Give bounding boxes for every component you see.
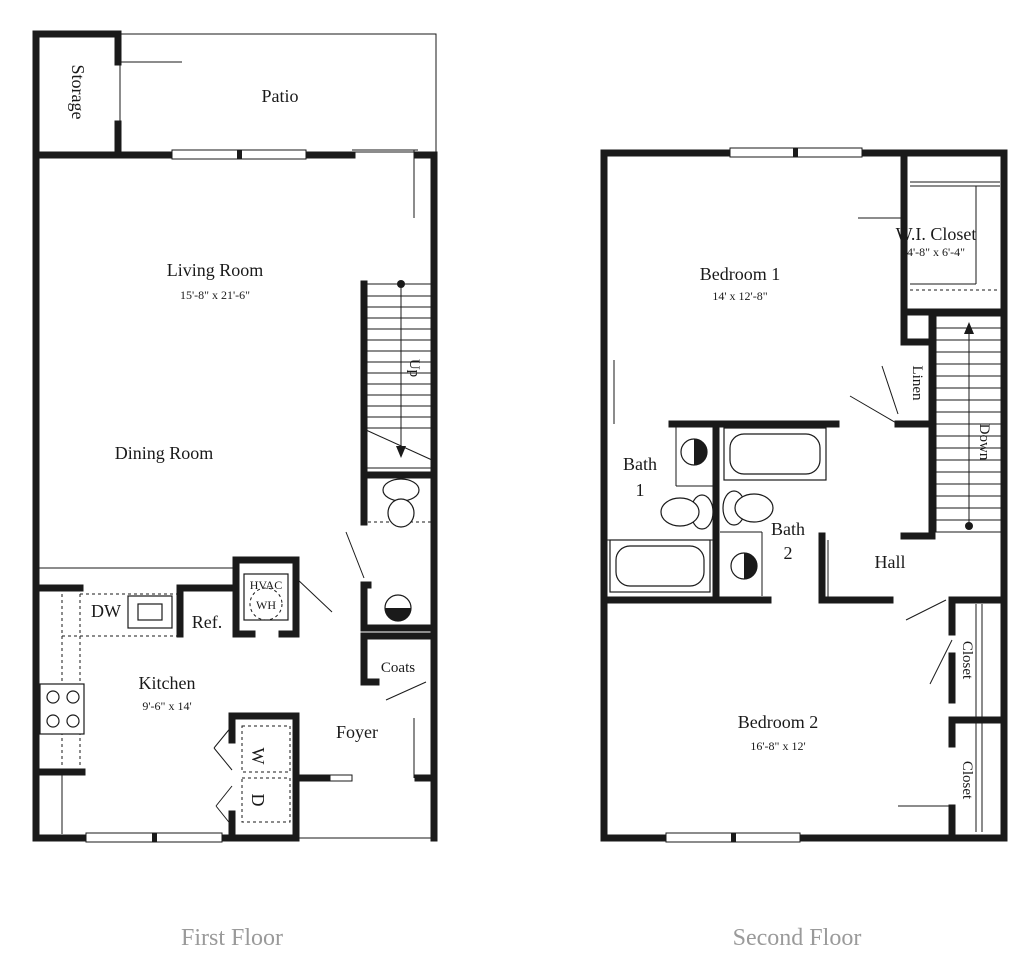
linen-label: Linen xyxy=(909,366,925,401)
bedroom2-dims: 16'-8" x 12' xyxy=(750,739,805,753)
range xyxy=(39,683,85,735)
half-bath-sink-fill xyxy=(385,608,411,621)
bath-walls xyxy=(600,420,894,604)
kitchen-dims: 9'-6" x 14' xyxy=(142,699,191,713)
hall-label: Hall xyxy=(875,552,906,572)
dryer-label: D xyxy=(248,794,268,807)
wi-closet-label: W.I. Closet xyxy=(896,224,977,244)
toilet-tank-first xyxy=(382,478,420,502)
bath1-label-line1: Bath xyxy=(623,454,657,474)
first-floor-plan: Up Coats HVAC WH DW Ref. xyxy=(32,30,438,951)
first-floor-stairs: Up xyxy=(360,280,433,474)
hvac-label: HVAC xyxy=(250,578,282,592)
foyer-label: Foyer xyxy=(336,722,378,742)
bath2-tub-inner xyxy=(729,433,821,475)
second-floor-outer-walls xyxy=(600,149,1008,842)
bedroom2-door-swing xyxy=(905,599,947,621)
stair-treads xyxy=(366,295,432,429)
stair-arrow-head xyxy=(396,446,406,458)
bath1-tub-inner xyxy=(615,545,705,587)
burner xyxy=(66,690,80,704)
bedroom2-window-mullion xyxy=(731,833,736,842)
bath1-sink-fill xyxy=(694,439,707,465)
first-floor-west-wall xyxy=(32,151,90,842)
storage-label: Storage xyxy=(68,65,88,120)
living-room-dims: 15'-8" x 21'-6" xyxy=(180,288,250,302)
coats-closet-walls xyxy=(360,632,438,686)
kitchen-window-mullion xyxy=(152,833,157,842)
closet-lower-label: Closet xyxy=(959,761,975,800)
coats-label: Coats xyxy=(381,660,415,676)
bath1-label-line2: 1 xyxy=(636,480,645,500)
burner xyxy=(46,714,60,728)
second-floor-plan: W.I. Closet 4'-8" x 6'-4" Linen Down xyxy=(600,147,1008,951)
kitchen-counter xyxy=(61,593,180,768)
bath1-toilet-bowl xyxy=(660,497,700,527)
wi-closet-shelves xyxy=(910,181,1000,285)
powder-door-swing xyxy=(345,531,365,579)
bath2-label-line2: 2 xyxy=(784,543,793,563)
powder-room-walls xyxy=(360,471,438,526)
bedroom1-label: Bedroom 1 xyxy=(700,264,781,284)
first-floor-caption: First Floor xyxy=(181,925,283,951)
dryer xyxy=(241,777,291,823)
hall-door-swing xyxy=(849,395,899,425)
toilet-bowl-first xyxy=(387,498,415,528)
bedroom2-closet-walls xyxy=(948,596,1008,842)
hvac-door-swing xyxy=(295,577,333,613)
kitchen-north-wall xyxy=(32,584,240,638)
washer-label: W xyxy=(248,748,268,765)
burner xyxy=(46,690,60,704)
stairs-up-label: Up xyxy=(406,359,422,377)
water-heater xyxy=(249,587,283,621)
coats-door-swing xyxy=(385,681,427,701)
second-floor-stairs: Down xyxy=(935,315,1003,533)
kitchen-sink-basin xyxy=(137,603,163,621)
laundry-bifold-doors xyxy=(213,725,233,827)
closet-door-swing xyxy=(929,639,953,685)
hvac-closet-walls xyxy=(232,556,300,638)
first-floor-east-wall xyxy=(414,151,438,842)
wh-label: WH xyxy=(256,598,276,612)
laundry-walls xyxy=(228,712,300,842)
bath2-toilet-bowl xyxy=(734,493,774,523)
bedroom1-window-mullion xyxy=(793,148,798,157)
bath2-sink-fill xyxy=(744,553,757,579)
stair-arrow-head xyxy=(964,322,974,334)
bedroom1-dims: 14' x 12'-8" xyxy=(712,289,767,303)
ref-label: Ref. xyxy=(192,612,223,632)
living-room-label: Living Room xyxy=(167,260,264,280)
stair-arrow-start xyxy=(397,280,405,288)
patio-label: Patio xyxy=(261,86,298,106)
foyer-sidelight xyxy=(329,774,353,782)
linen-stair-walls xyxy=(894,314,936,540)
wi-closet-dims: 4'-8" x 6'-4" xyxy=(907,245,965,259)
second-floor-caption: Second Floor xyxy=(733,925,862,951)
patio-slider-mullion xyxy=(237,150,242,159)
washer xyxy=(241,725,291,773)
linen-door-swing xyxy=(881,365,899,415)
stairs-down-label: Down xyxy=(976,424,992,461)
closet-upper-label: Closet xyxy=(959,641,975,680)
bath2-label-line1: Bath xyxy=(771,519,805,539)
dining-room-label: Dining Room xyxy=(115,443,214,463)
dw-label: DW xyxy=(91,601,121,621)
burner xyxy=(66,714,80,728)
kitchen-label: Kitchen xyxy=(139,673,196,693)
wi-closet-walls xyxy=(900,152,1008,316)
stair-arrow-start xyxy=(965,522,973,530)
half-bath-walls xyxy=(360,581,438,632)
bedroom2-label: Bedroom 2 xyxy=(738,712,819,732)
stair-break-line xyxy=(365,429,433,461)
